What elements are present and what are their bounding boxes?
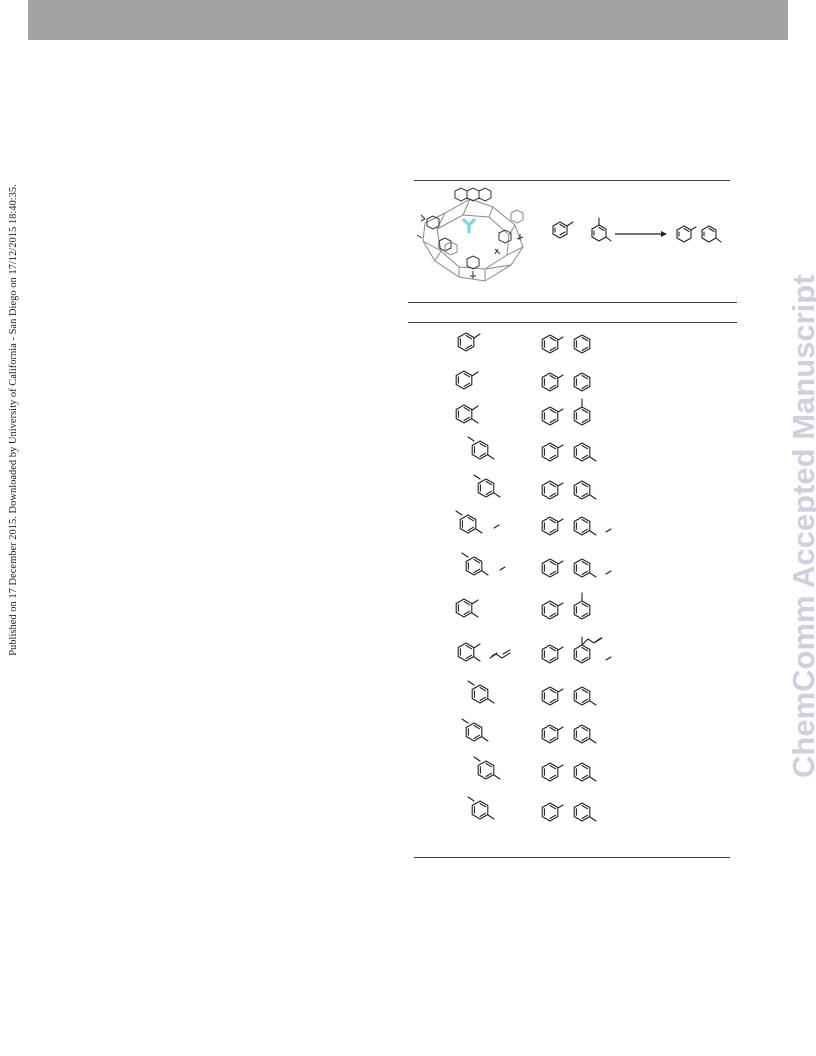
product-structure xyxy=(541,334,591,354)
table-header-bottom-rule xyxy=(408,322,737,323)
product-structure xyxy=(541,442,597,462)
table-row xyxy=(455,398,591,426)
table-row xyxy=(467,436,597,462)
substrate-structure xyxy=(473,474,501,498)
product-structure xyxy=(541,762,597,782)
table-row xyxy=(455,370,591,392)
table-row xyxy=(457,332,591,354)
substrate-table xyxy=(455,332,612,822)
accepted-manuscript-watermark: ChemComm Accepted Manuscript xyxy=(786,274,816,778)
product-structure xyxy=(541,398,591,426)
product-structure xyxy=(541,636,612,664)
publication-note: Published on 17 December 2015. Downloade… xyxy=(8,184,19,656)
product-structure xyxy=(541,686,597,706)
substrate-structure xyxy=(461,718,489,742)
substrate-structure xyxy=(467,436,495,460)
substrate-structure xyxy=(457,642,511,662)
table-row xyxy=(467,680,597,706)
table-row xyxy=(461,718,597,744)
table-row xyxy=(457,636,612,664)
substrate-structure xyxy=(467,680,495,704)
substituted-benzene-ring xyxy=(591,217,612,242)
substrate-structure xyxy=(457,332,481,352)
table-header-top-rule xyxy=(408,302,737,303)
product-structure xyxy=(541,724,597,744)
product-structure xyxy=(541,592,591,620)
substrate-structure xyxy=(455,404,479,424)
product-structure xyxy=(541,558,612,578)
benzene-ring-with-substituent xyxy=(552,221,574,239)
product-structure xyxy=(541,516,612,536)
table-row xyxy=(455,592,591,620)
table-row xyxy=(467,796,597,822)
biaryl-product xyxy=(676,225,722,243)
cage-catalyst-structure xyxy=(416,187,524,282)
table-row xyxy=(455,510,612,536)
product-structure xyxy=(541,480,597,500)
substrate-structure xyxy=(461,552,506,576)
header-bar xyxy=(28,0,788,40)
table-row xyxy=(473,474,597,500)
reaction-arrow-head xyxy=(661,231,667,237)
table-row xyxy=(461,552,612,578)
substrate-structure xyxy=(455,370,479,390)
reaction-scheme xyxy=(416,187,722,282)
substrate-structure xyxy=(467,796,495,820)
table-bottom-rule xyxy=(414,857,730,858)
table-row xyxy=(473,756,597,782)
product-structure xyxy=(541,372,591,392)
substrate-structure xyxy=(455,598,479,618)
scheme-top-rule xyxy=(414,180,730,181)
substrate-structure xyxy=(473,756,501,780)
catalyst-active-site xyxy=(461,217,477,233)
substrate-structure xyxy=(455,510,500,534)
product-structure xyxy=(541,802,597,822)
